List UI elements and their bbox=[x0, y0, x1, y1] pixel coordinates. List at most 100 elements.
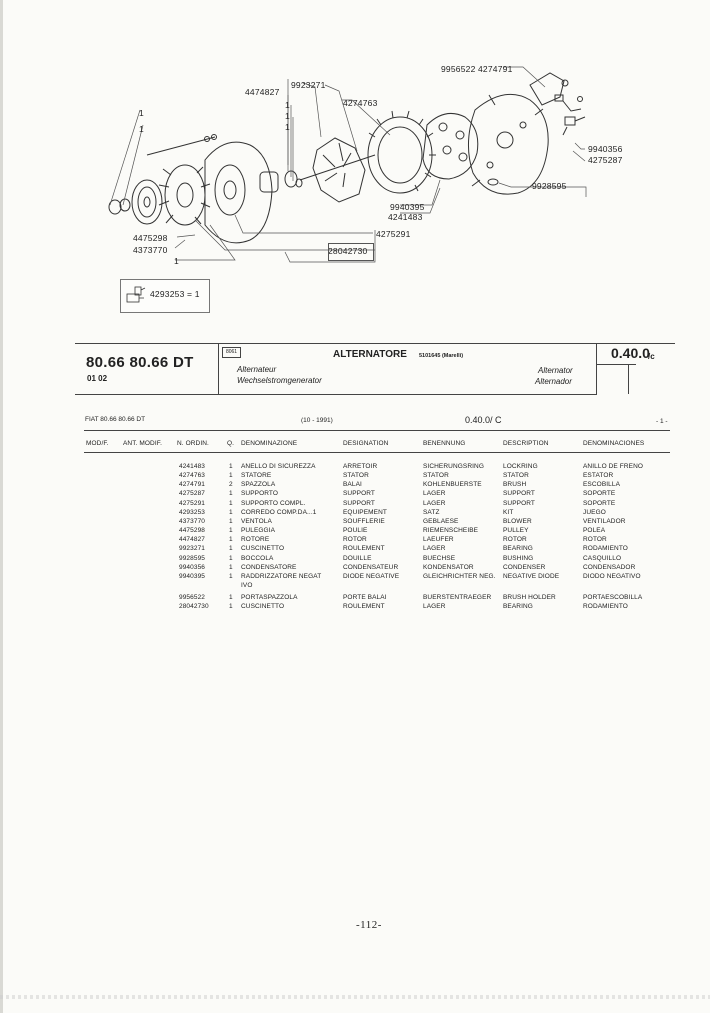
cell-it: CUSCINETTO bbox=[241, 603, 285, 611]
cell-fr: ROULEMENT bbox=[343, 603, 385, 611]
table-header-rule bbox=[84, 452, 670, 453]
cell-fr: ROULEMENT bbox=[343, 545, 385, 553]
col-benennung: BENENNUNG bbox=[423, 440, 466, 447]
callout-9940395: 9940395 bbox=[390, 202, 425, 212]
cell-en: BEARING bbox=[503, 545, 533, 553]
col-n-ordin: N. ORDIN. bbox=[177, 440, 209, 447]
cell-ordin: 28042730 bbox=[179, 603, 209, 611]
cell-en: PULLEY bbox=[503, 527, 529, 534]
callout-9923271: 9923271 bbox=[291, 80, 326, 90]
cell-es: PORTAESCOBILLA bbox=[583, 594, 643, 602]
cell-qty: 1 bbox=[229, 463, 233, 470]
cell-it: STATORE bbox=[241, 472, 272, 480]
cell-fr: ARRETOIR bbox=[343, 463, 378, 470]
col-description: DESCRIPTION bbox=[503, 440, 549, 447]
cell-it: VENTOLA bbox=[241, 517, 272, 525]
reference-code: 0.40.0/ C bbox=[465, 415, 502, 425]
cell-fr: POULIE bbox=[343, 527, 368, 534]
cell-fr: EQUIPEMENT bbox=[343, 508, 387, 516]
callout-9928595: 9928595 bbox=[532, 181, 567, 191]
cell-it: SUPPORTO COMPL. bbox=[241, 499, 306, 507]
cell-es: CASQUILLO bbox=[583, 554, 622, 562]
cell-de: RIEMENSCHEIBE bbox=[423, 527, 479, 534]
header-bottom-rule bbox=[75, 394, 597, 395]
cell-ordin: 9956522 bbox=[179, 594, 206, 602]
col-qty: Q. bbox=[227, 440, 235, 447]
cell-it: ROTORE bbox=[241, 536, 270, 544]
cell-it: ANELLO DI SICUREZZA bbox=[241, 463, 316, 470]
cell-es: CONDENSADOR bbox=[583, 563, 636, 571]
header-divider-left bbox=[218, 343, 219, 394]
exploded-diagram: 9956522 4274791 4474827 9923271 4274763 … bbox=[95, 55, 645, 315]
page-footer: -112- bbox=[356, 919, 382, 931]
group-code: 8061 bbox=[222, 347, 241, 358]
col-ant-modif: ANT. MODIF. bbox=[123, 440, 163, 447]
cell-fr: SUPPORT bbox=[343, 490, 376, 498]
cell-ordin: 9923271 bbox=[179, 545, 206, 553]
cell-fr: SUPPORT bbox=[343, 499, 376, 507]
cell-es: POLEA bbox=[583, 527, 606, 534]
cell-es: SOPORTE bbox=[583, 499, 616, 507]
cell-en: NEGATIVE DIODE bbox=[503, 572, 560, 580]
page-code: 0.40.0 bbox=[611, 345, 650, 361]
callout-4275291: 4275291 bbox=[376, 229, 411, 239]
cell-es: ROTOR bbox=[583, 536, 607, 544]
cell-en: STATOR bbox=[503, 472, 529, 480]
cell-it: SUPPORTO bbox=[241, 490, 279, 498]
page-title: ALTERNATORE bbox=[333, 349, 407, 360]
cell-en: LOCKRING bbox=[503, 463, 538, 470]
callout-qty-1c: 1 bbox=[285, 122, 290, 132]
col-denominaciones: DENOMINACIONES bbox=[583, 440, 645, 447]
cell-ordin: 4274791 bbox=[179, 481, 206, 489]
callout-4241483: 4241483 bbox=[388, 212, 423, 222]
cell-de: BUERSTENTRAEGER bbox=[423, 594, 492, 602]
cell-it: PORTASPAZZOLA bbox=[241, 594, 298, 602]
cell-ordin: 4241483 bbox=[179, 463, 206, 470]
page-edge bbox=[0, 0, 3, 1013]
cell-en: CONDENSER bbox=[503, 563, 546, 571]
cell-qty: 1 bbox=[229, 594, 233, 602]
cell-de: LAGER bbox=[423, 499, 446, 507]
header-top-rule bbox=[75, 343, 675, 344]
cell-en: BUSHING bbox=[503, 554, 534, 562]
cell-qty: 1 bbox=[229, 527, 233, 534]
alternator-drawing bbox=[108, 66, 587, 263]
cell-qty: 1 bbox=[229, 517, 233, 525]
cell-qty: 2 bbox=[229, 481, 233, 489]
table-top-rule bbox=[84, 430, 670, 431]
cell-de: GEBLAESE bbox=[423, 517, 459, 525]
cell-fr: BALAI bbox=[343, 481, 362, 489]
callout-qty-1d: 1 bbox=[139, 108, 144, 118]
cell-de: BUECHSE bbox=[423, 554, 456, 562]
callout-qty-1a: 1 bbox=[285, 100, 290, 110]
cell-en: BLOWER bbox=[503, 517, 532, 525]
cell-en: BEARING bbox=[503, 603, 533, 611]
callout-9956522: 9956522 bbox=[441, 64, 476, 74]
cell-en: ROTOR bbox=[503, 536, 527, 544]
cell-de: GLEICHRICHTER NEG. bbox=[423, 572, 496, 580]
cell-ordin: 4373770 bbox=[179, 517, 206, 525]
cell-fr: DIODE NEGATIVE bbox=[343, 572, 400, 580]
cell-ordin: 9928595 bbox=[179, 554, 206, 562]
cell-es: JUEGO bbox=[583, 508, 606, 516]
cell-qty: 1 bbox=[229, 499, 233, 507]
date-range: (10 - 1991) bbox=[301, 417, 333, 424]
col-designation: DESIGNATION bbox=[343, 440, 389, 447]
cell-es: VENTILADOR bbox=[583, 517, 626, 525]
model-name: 80.66 80.66 DT bbox=[86, 354, 194, 371]
translation-fr: Alternateur bbox=[237, 365, 277, 374]
cell-qty: 1 bbox=[229, 563, 233, 571]
col-denominazione: DENOMINAZIONE bbox=[241, 440, 298, 447]
cell-it: CORREDO COMP.DA...1 bbox=[241, 508, 317, 516]
fiat-model-line: FIAT 80.66 80.66 DT bbox=[85, 416, 146, 423]
model-sub: 01 02 bbox=[87, 374, 108, 383]
cell-ordin: 4275287 bbox=[179, 490, 206, 498]
cell-it: RADDRIZZATORE NEGAT bbox=[241, 572, 322, 580]
callout-qty-1b: 1 bbox=[285, 111, 290, 121]
cell-it: CONDENSATORE bbox=[241, 563, 297, 571]
translation-es: Alternador bbox=[535, 377, 572, 386]
cell-qty: 1 bbox=[229, 603, 233, 611]
header-divider-right bbox=[596, 343, 597, 394]
cell-es: ESCOBILLA bbox=[583, 481, 621, 489]
cell-qty: 1 bbox=[229, 490, 233, 498]
